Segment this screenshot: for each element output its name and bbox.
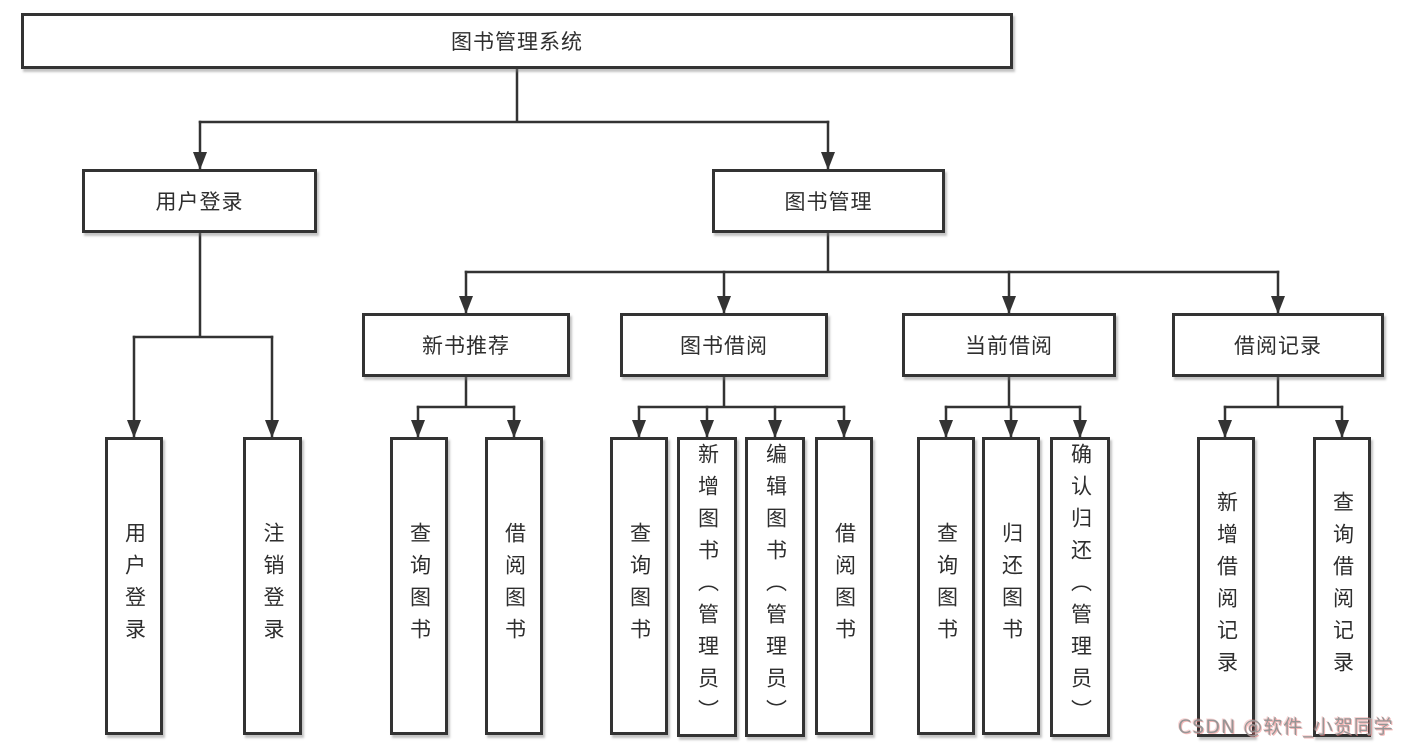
node-label: 用户登录 xyxy=(155,190,244,214)
leaf-label: 借阅图书 xyxy=(502,522,527,650)
node-current-borrowing: 当前借阅 xyxy=(902,313,1116,377)
leaf-return-books: 归还图书 xyxy=(982,437,1040,735)
leaf-label: 借阅图书 xyxy=(832,522,857,650)
leaf-edit-books-admin: 编辑图书（管理员） xyxy=(745,437,805,737)
node-book-management-module: 图书管理 xyxy=(712,169,945,233)
csdn-watermark: CSDN @软件_小贺同学 xyxy=(1178,716,1394,738)
leaf-label: 确认归还（管理员） xyxy=(1068,443,1093,731)
leaf-add-borrow-record: 新增借阅记录 xyxy=(1197,437,1255,737)
node-new-book-recommend: 新书推荐 xyxy=(362,313,570,377)
leaf-borrow-books-borrowing: 借阅图书 xyxy=(815,437,873,735)
leaf-query-books-current: 查询图书 xyxy=(917,437,975,735)
node-root-label: 图书管理系统 xyxy=(451,30,583,54)
node-label: 图书管理 xyxy=(784,190,873,214)
leaf-label: 查询图书 xyxy=(627,522,652,650)
leaf-label: 注销登录 xyxy=(261,522,285,650)
node-label: 图书借阅 xyxy=(680,334,768,358)
leaf-label: 查询借阅记录 xyxy=(1330,491,1355,683)
leaf-confirm-return-admin: 确认归还（管理员） xyxy=(1050,437,1110,737)
leaf-add-books-admin: 新增图书（管理员） xyxy=(677,437,737,737)
leaf-borrow-books-recommend: 借阅图书 xyxy=(485,437,543,735)
node-user-login-module: 用户登录 xyxy=(82,169,317,233)
leaf-user-login: 用户登录 xyxy=(105,437,163,735)
node-label: 新书推荐 xyxy=(422,334,510,358)
leaf-label: 编辑图书（管理员） xyxy=(763,443,788,731)
leaf-label: 用户登录 xyxy=(122,522,147,650)
branch-trunks xyxy=(132,67,1344,409)
leaf-query-books-borrowing: 查询图书 xyxy=(610,437,668,735)
leaf-label: 归还图书 xyxy=(999,522,1024,650)
node-root: 图书管理系统 xyxy=(21,13,1013,69)
leaf-logout: 注销登录 xyxy=(243,437,302,735)
leaf-label: 查询图书 xyxy=(934,522,959,650)
leaf-query-borrow-record: 查询借阅记录 xyxy=(1313,437,1371,737)
leaf-label: 新增图书（管理员） xyxy=(695,443,720,731)
node-book-borrowing: 图书借阅 xyxy=(620,313,828,377)
node-label: 借阅记录 xyxy=(1234,334,1322,358)
node-label: 当前借阅 xyxy=(965,334,1053,358)
leaf-label: 查询图书 xyxy=(407,522,432,650)
node-borrowing-records: 借阅记录 xyxy=(1172,313,1384,377)
leaf-query-books-recommend: 查询图书 xyxy=(390,437,448,735)
leaf-label: 新增借阅记录 xyxy=(1214,491,1239,683)
